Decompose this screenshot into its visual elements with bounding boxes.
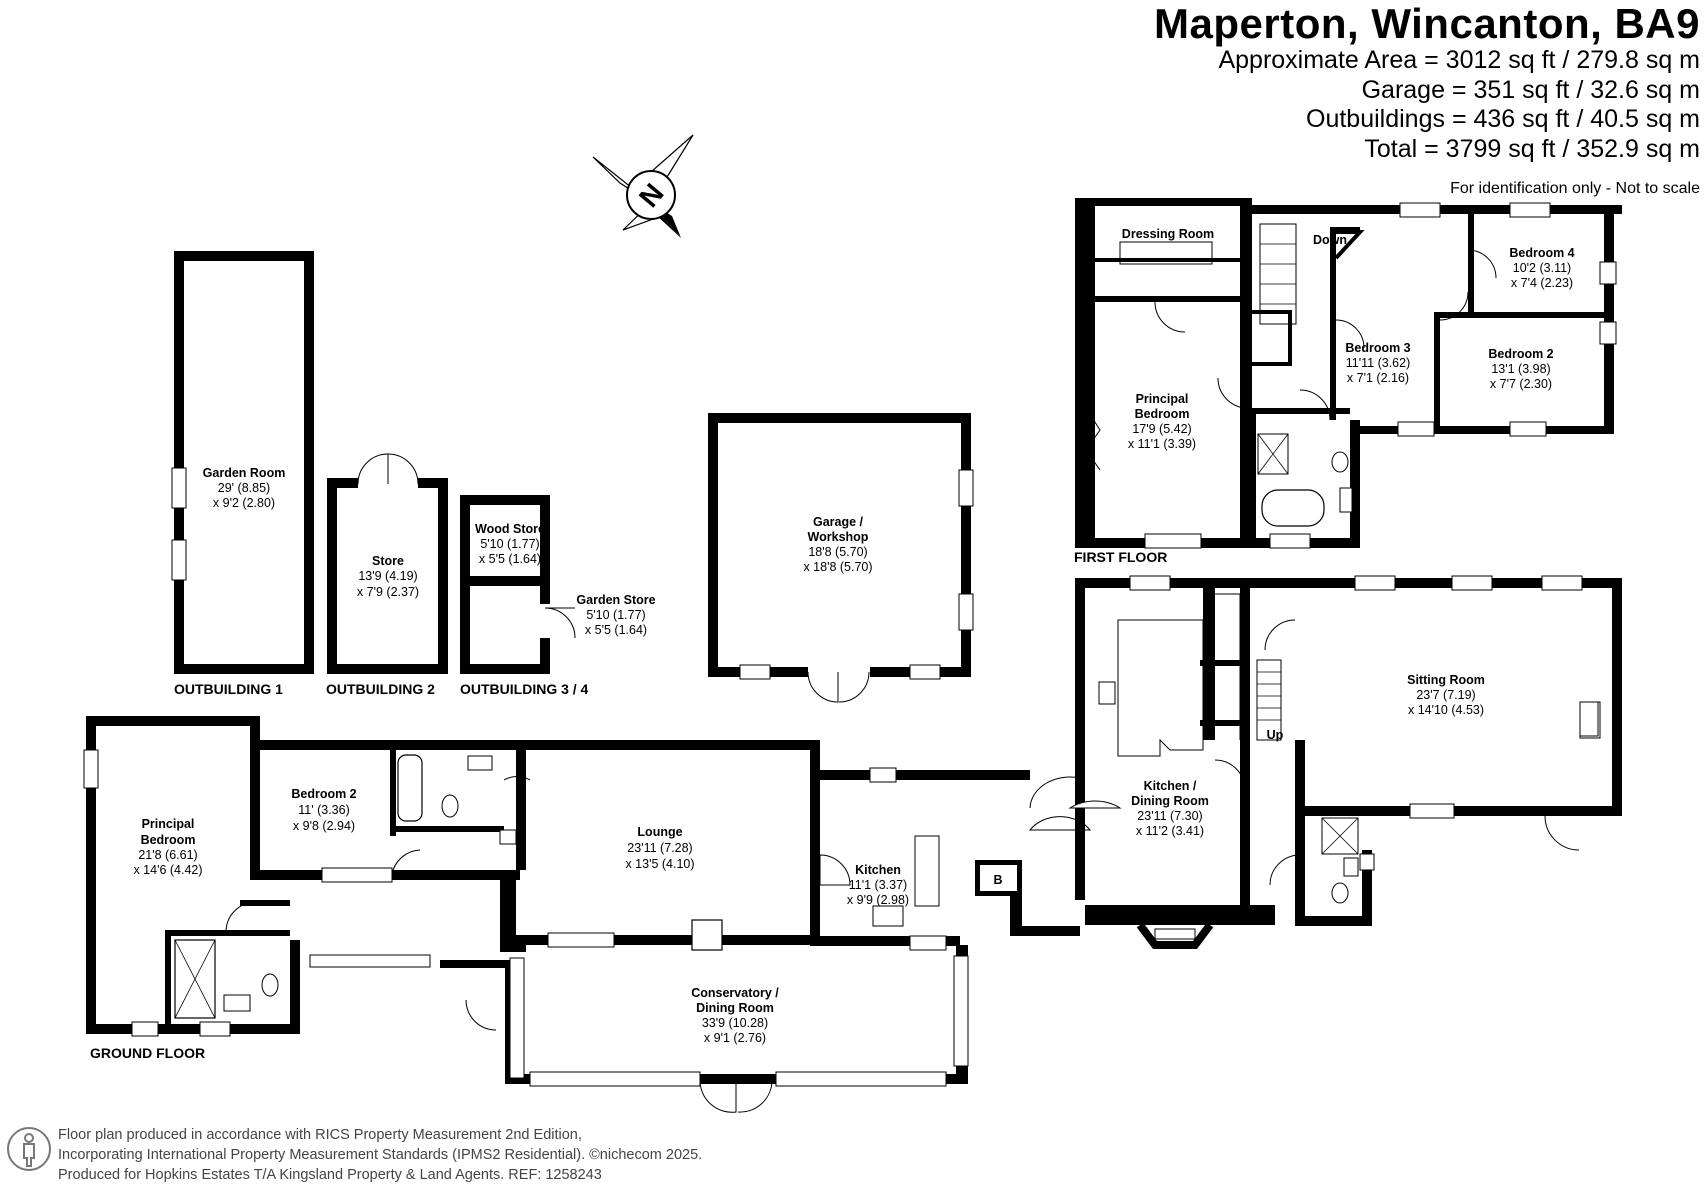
garage-name-1: Garage / bbox=[813, 515, 864, 529]
outbuilding-1-label: OUTBUILDING 1 bbox=[174, 681, 283, 697]
store-name: Store bbox=[372, 554, 404, 568]
kitchen-name: Kitchen bbox=[855, 863, 901, 877]
down-label: Down bbox=[1313, 233, 1347, 247]
garden-room-dim1: 29' (8.85) bbox=[218, 481, 270, 495]
garage-workshop: Garage / Workshop 18'8 (5.70) x 18'8 (5.… bbox=[708, 413, 974, 703]
garden-store-name: Garden Store bbox=[576, 593, 655, 607]
conservatory-dim1: 33'9 (10.28) bbox=[702, 1016, 768, 1030]
ff-bedroom2-dim2: x 7'7 (2.30) bbox=[1490, 377, 1552, 391]
gf-bedroom2-dim2: x 9'8 (2.94) bbox=[293, 819, 355, 833]
ground-floor: B bbox=[83, 575, 1622, 1113]
garage-dim2: x 18'8 (5.70) bbox=[803, 560, 872, 574]
wood-store-name: Wood Store bbox=[475, 522, 545, 536]
gf-bedroom2-dim1: 11' (3.36) bbox=[298, 803, 350, 817]
sitting-room-dim1: 23'7 (7.19) bbox=[1416, 688, 1475, 702]
lounge-dim2: x 13'5 (4.10) bbox=[625, 857, 694, 871]
wood-store-dim2: x 5'5 (1.64) bbox=[479, 552, 541, 566]
footer-line-1: Floor plan produced in accordance with R… bbox=[58, 1127, 582, 1143]
kitchen-dining-dim2: x 11'2 (3.41) bbox=[1136, 824, 1204, 838]
outbuilding-2-label: OUTBUILDING 2 bbox=[326, 681, 435, 697]
first-floor: Down Dressing Room Principal Bedroom 17'… bbox=[1074, 198, 1622, 565]
conservatory-name-1: Conservatory / bbox=[691, 986, 779, 1000]
compass-icon: N bbox=[592, 134, 694, 238]
area-garage: Garage = 351 sq ft / 32.6 sq m bbox=[1361, 76, 1700, 104]
gf-principal-dim1: 21'8 (6.61) bbox=[138, 848, 197, 862]
page-title: Maperton, Wincanton, BA9 bbox=[1154, 0, 1700, 47]
ff-principal-dim1: 17'9 (5.42) bbox=[1132, 422, 1191, 436]
stairs-up bbox=[1256, 659, 1282, 741]
boiler-label: B bbox=[993, 873, 1002, 887]
sitting-room-dim2: x 14'10 (4.53) bbox=[1408, 703, 1484, 717]
ff-bedroom4-name: Bedroom 4 bbox=[1509, 246, 1574, 260]
footer-line-2: Incorporating International Property Mea… bbox=[58, 1147, 703, 1163]
footer-notes: Floor plan produced in accordance with R… bbox=[58, 1125, 702, 1185]
kitchen-dim2: x 9'9 (2.98) bbox=[847, 893, 909, 907]
ff-principal-name-1: Principal bbox=[1136, 392, 1189, 406]
outbuilding-garden-room: Garden Room 29' (8.85) x 9'2 (2.80) OUTB… bbox=[171, 251, 314, 697]
kitchen-dining-name-2: Dining Room bbox=[1131, 794, 1209, 808]
gf-principal-name-1: Principal bbox=[142, 817, 195, 831]
gf-principal-dim2: x 14'6 (4.42) bbox=[133, 863, 202, 877]
garden-store-dim2: x 5'5 (1.64) bbox=[585, 623, 647, 637]
ff-principal-dim2: x 11'1 (3.39) bbox=[1128, 437, 1196, 451]
ff-bedroom4-dim1: 10'2 (3.11) bbox=[1513, 261, 1571, 275]
footer-line-3: Produced for Hopkins Estates T/A Kingsla… bbox=[58, 1167, 602, 1183]
ff-bedroom4-dim2: x 7'4 (2.23) bbox=[1511, 276, 1573, 290]
gf-principal-name-2: Bedroom bbox=[141, 833, 196, 847]
kitchen-dining-name-1: Kitchen / bbox=[1144, 779, 1197, 793]
ff-bedroom3-dim1: 11'11 (3.62) bbox=[1346, 356, 1410, 370]
outbuilding-34-label: OUTBUILDING 3 / 4 bbox=[460, 681, 589, 697]
wood-store-dim1: 5'10 (1.77) bbox=[480, 537, 539, 551]
ff-bedroom2-dim1: 13'1 (3.98) bbox=[1491, 362, 1550, 376]
lounge-name: Lounge bbox=[637, 825, 682, 839]
ff-bedroom3-name: Bedroom 3 bbox=[1345, 341, 1410, 355]
ff-bedroom3-dim2: x 7'1 (2.16) bbox=[1347, 371, 1409, 385]
garden-room-dim2: x 9'2 (2.80) bbox=[213, 496, 275, 510]
kitchen-dining-dim1: 23'11 (7.30) bbox=[1137, 809, 1202, 823]
dressing-room-name: Dressing Room bbox=[1122, 227, 1214, 241]
area-outbuildings: Outbuildings = 436 sq ft / 40.5 sq m bbox=[1306, 105, 1700, 133]
conservatory-name-2: Dining Room bbox=[696, 1001, 774, 1015]
store-dim1: 13'9 (4.19) bbox=[358, 569, 417, 583]
ff-principal-name-2: Bedroom bbox=[1135, 407, 1190, 421]
area-approximate: Approximate Area = 3012 sq ft / 279.8 sq… bbox=[1218, 46, 1700, 74]
up-label: Up bbox=[1267, 728, 1284, 742]
garage-name-2: Workshop bbox=[808, 530, 869, 544]
conservatory-dim2: x 9'1 (2.76) bbox=[704, 1031, 766, 1045]
lounge-dim1: 23'11 (7.28) bbox=[627, 841, 692, 855]
ground-floor-label: GROUND FLOOR bbox=[90, 1045, 205, 1061]
kitchen-dim1: 11'1 (3.37) bbox=[849, 878, 907, 892]
area-total: Total = 3799 sq ft / 352.9 sq m bbox=[1364, 135, 1700, 163]
ff-bedroom2-name: Bedroom 2 bbox=[1488, 347, 1553, 361]
store-dim2: x 7'9 (2.37) bbox=[357, 585, 419, 599]
sitting-room-name: Sitting Room bbox=[1407, 673, 1485, 687]
gf-bedroom2-name: Bedroom 2 bbox=[291, 787, 356, 801]
outbuilding-store: Store 13'9 (4.19) x 7'9 (2.37) OUTBUILDI… bbox=[326, 453, 448, 697]
garden-store-dim1: 5'10 (1.77) bbox=[586, 608, 645, 622]
first-floor-label: FIRST FLOOR bbox=[1074, 549, 1167, 565]
info-person-icon bbox=[7, 1127, 51, 1171]
scale-note: For identification only - Not to scale bbox=[1450, 180, 1700, 197]
outbuilding-stores: Wood Store 5'10 (1.77) x 5'5 (1.64) Gard… bbox=[460, 495, 656, 697]
garage-dim1: 18'8 (5.70) bbox=[808, 545, 867, 559]
garden-room-name: Garden Room bbox=[203, 466, 286, 480]
